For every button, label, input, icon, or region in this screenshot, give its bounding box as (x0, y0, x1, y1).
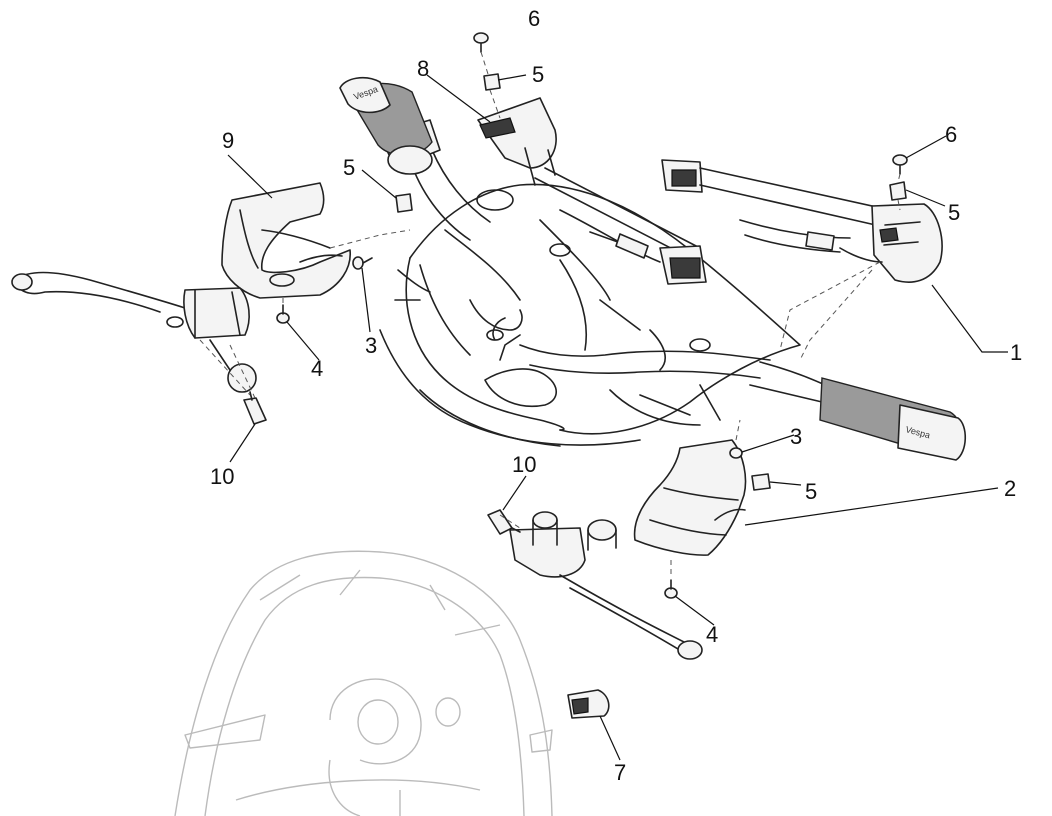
part-2-right-cover (633, 439, 747, 556)
callout-5-lower: 5 (805, 479, 817, 504)
callout-4-right: 4 (706, 622, 718, 647)
callout-labels: 1 2 3 3 4 4 5 5 5 5 6 6 7 8 9 10 10 (210, 6, 1022, 785)
callout-3-left: 3 (365, 333, 377, 358)
part-7-connector (567, 689, 610, 719)
part-8-left-switch (477, 97, 707, 285)
callout-6-top: 6 (528, 6, 540, 31)
callout-2: 2 (1004, 476, 1016, 501)
callout-6-right: 6 (945, 122, 957, 147)
callout-10-left: 10 (210, 464, 234, 489)
left-grip: Vespa (339, 76, 491, 241)
part-9-left-cover (221, 182, 351, 299)
right-brake-lever-assembly (509, 511, 703, 660)
callout-5-top: 5 (532, 62, 544, 87)
ghost-headset-body (174, 550, 553, 816)
right-grip: Vespa (749, 361, 967, 461)
callout-3-right: 3 (790, 424, 802, 449)
part-10-brake-switch-left (243, 391, 267, 425)
callout-9: 9 (222, 128, 234, 153)
callout-7: 7 (614, 760, 626, 785)
callout-10-right: 10 (512, 452, 536, 477)
leader-lines (227, 74, 1008, 761)
callout-5-right: 5 (948, 200, 960, 225)
callout-5-midleft: 5 (343, 155, 355, 180)
part-10-brake-switch-right (487, 509, 521, 535)
left-brake-lever-assembly (11, 271, 257, 393)
part-1-right-switch (661, 159, 943, 283)
handlebar-frame (379, 183, 801, 447)
callout-1: 1 (1010, 340, 1022, 365)
callout-8: 8 (417, 56, 429, 81)
assembly-lines (199, 51, 901, 578)
callout-4-left: 4 (311, 356, 323, 381)
fasteners (276, 32, 908, 599)
